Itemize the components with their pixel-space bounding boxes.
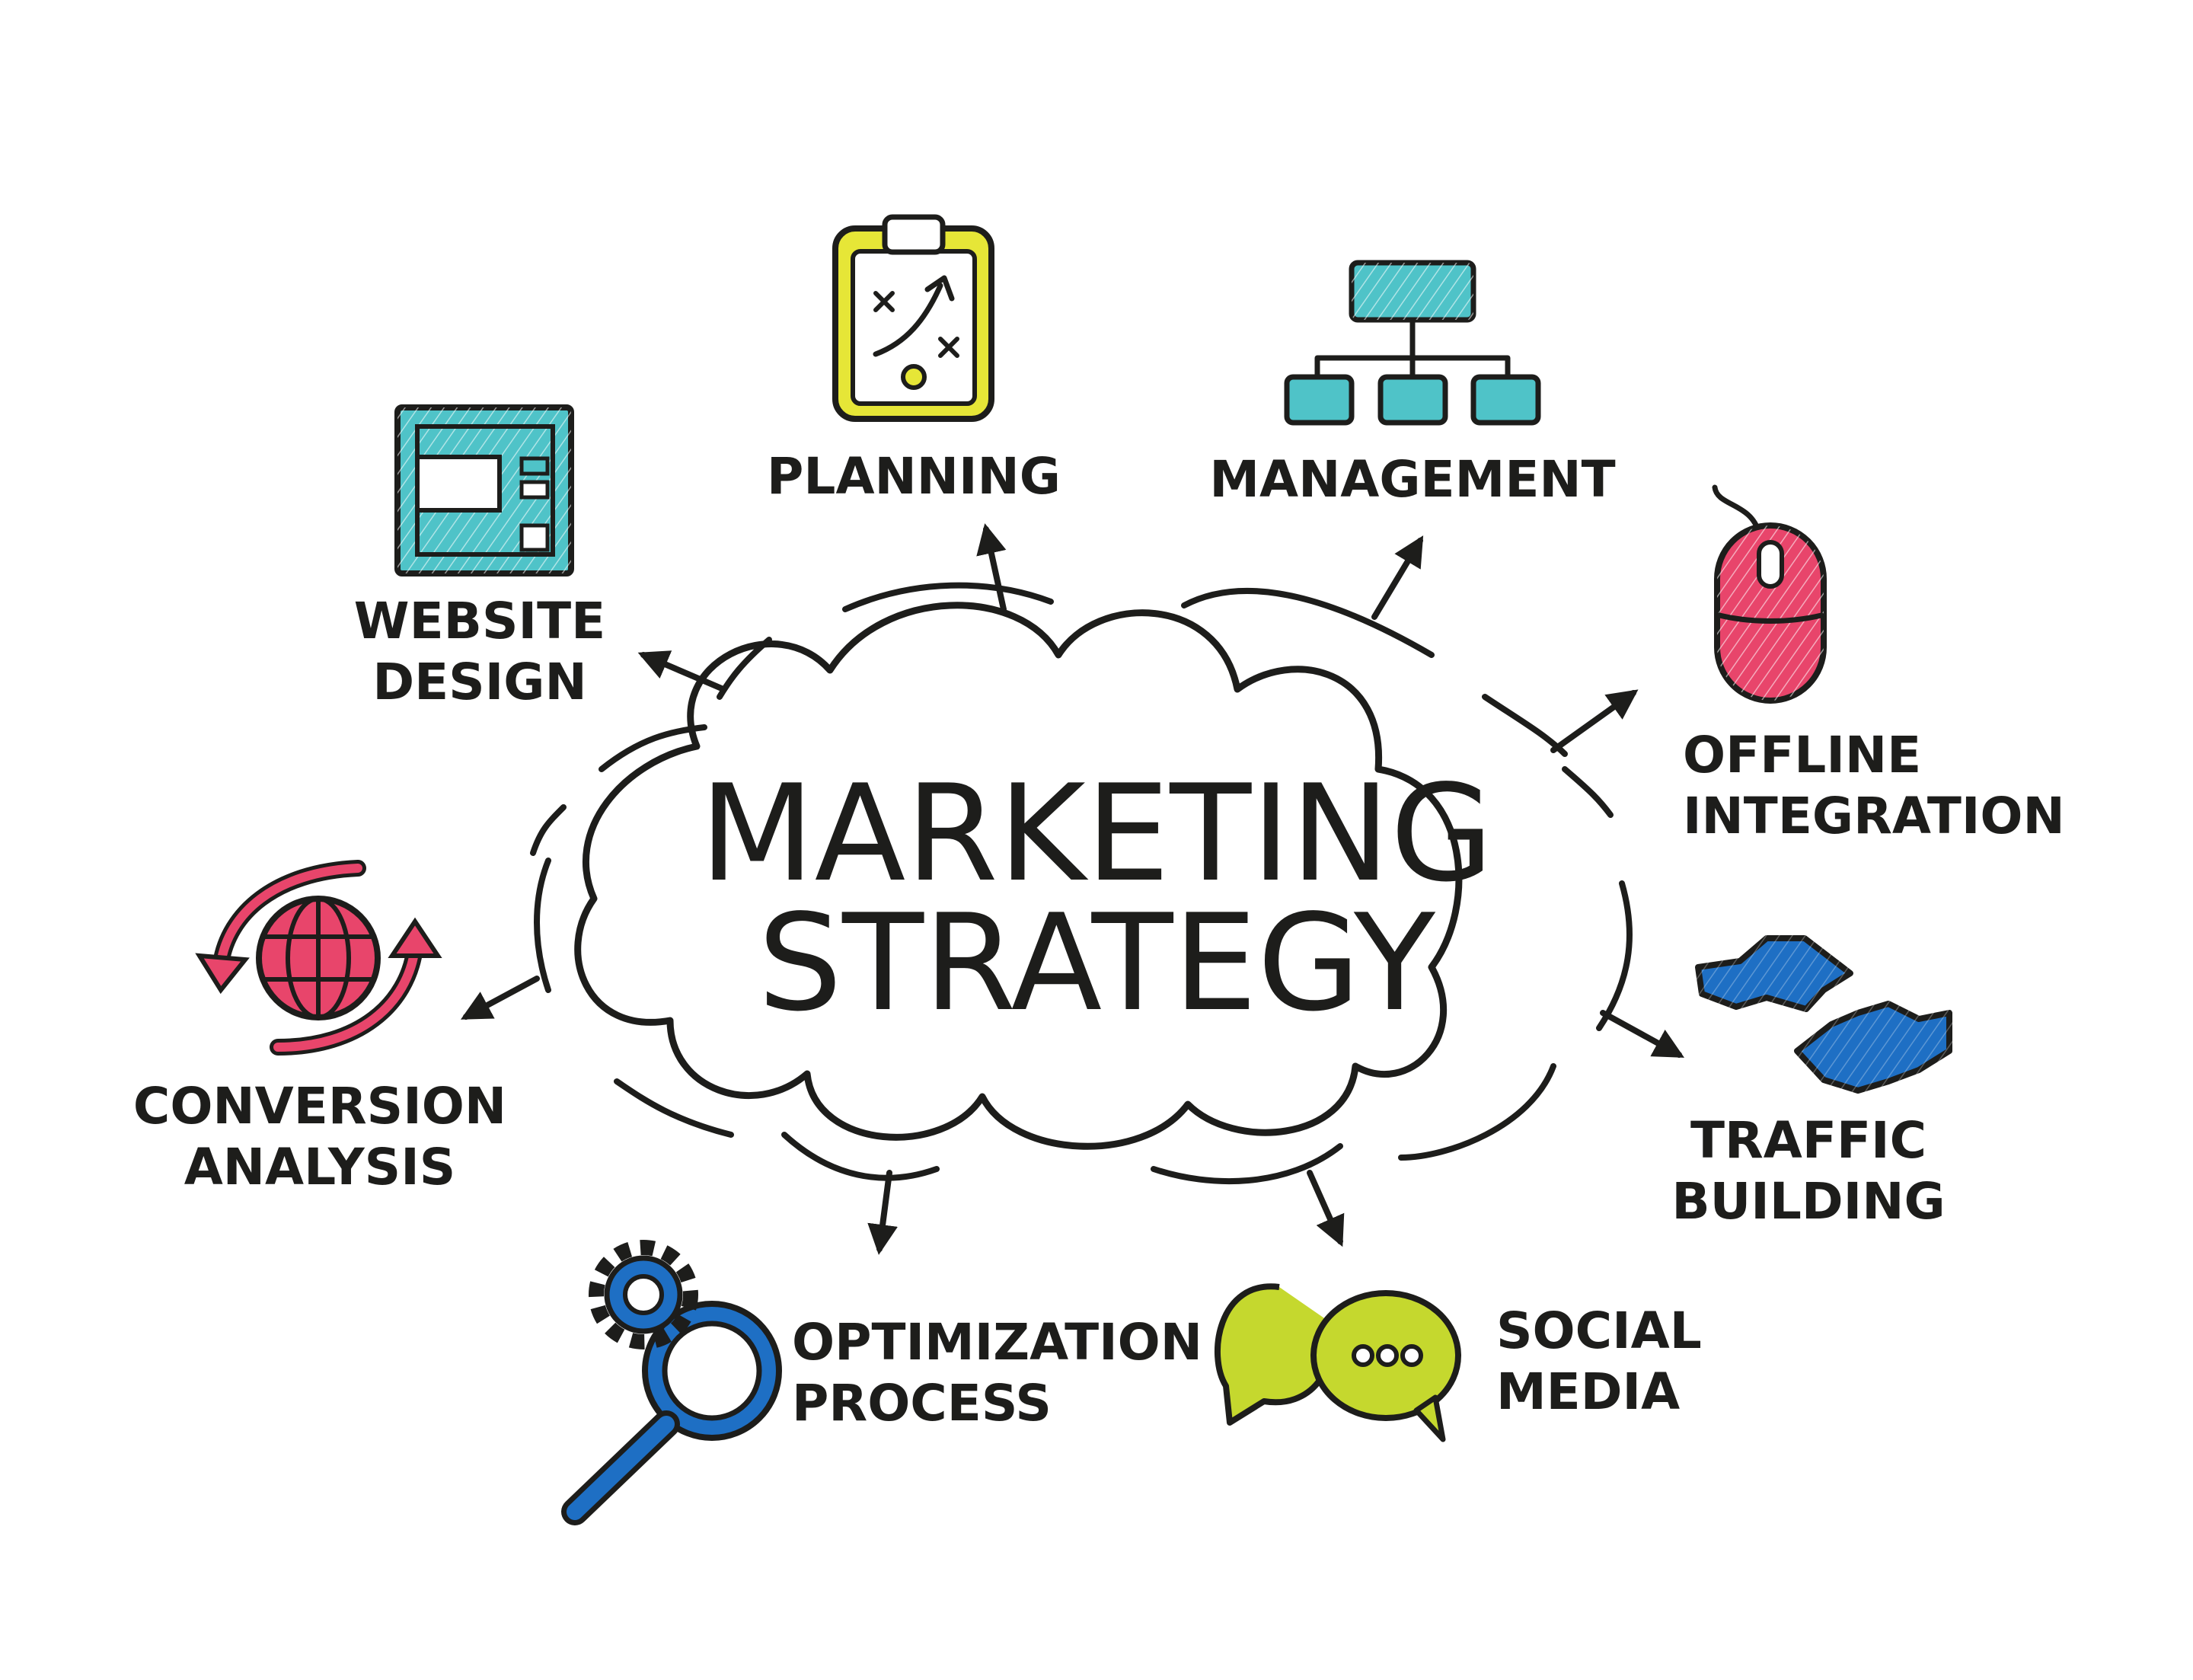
label-traffic-building-line2: BUILDING <box>1671 1172 1945 1231</box>
label-website-design-line1: WEBSITE <box>354 592 605 650</box>
road-icon <box>1690 929 1965 1100</box>
label-optimization-process-line2: PROCESS <box>792 1374 1052 1432</box>
gear-magnifier-icon <box>561 1240 782 1525</box>
arrow-offline-integration <box>1550 689 1639 753</box>
center-cloud: MARKETING STRATEGY <box>530 582 1633 1185</box>
arrow-management <box>1371 535 1424 620</box>
node-website-design: WEBSITE DESIGN <box>354 404 605 711</box>
label-management: MANAGEMENT <box>1209 450 1615 509</box>
node-traffic-building: TRAFFIC BUILDING <box>1671 929 1965 1231</box>
label-optimization-process-line1: OPTIMIZATION <box>792 1313 1202 1372</box>
globe-cycle-icon <box>195 860 442 1056</box>
label-conversion-analysis-line2: ANALYSIS <box>184 1138 456 1196</box>
org-chart-icon <box>1284 260 1541 426</box>
node-optimization-process: OPTIMIZATION PROCESS <box>561 1240 1202 1525</box>
label-social-media-line2: MEDIA <box>1496 1362 1680 1421</box>
center-title-line1: MARKETING <box>700 757 1494 912</box>
node-conversion-analysis: CONVERSION ANALYSIS <box>133 860 506 1196</box>
label-website-design-line2: DESIGN <box>372 653 586 711</box>
label-traffic-building-line1: TRAFFIC <box>1690 1111 1926 1170</box>
label-planning: PLANNING <box>767 447 1061 506</box>
arrow-traffic-building <box>1600 1010 1685 1058</box>
clipboard-play-icon <box>832 214 994 422</box>
arrow-conversion-analysis <box>460 976 540 1020</box>
node-planning: PLANNING <box>767 214 1061 506</box>
computer-mouse-icon <box>1712 484 1827 704</box>
node-social-media: SOCIAL MEDIA <box>1215 1283 1702 1442</box>
arrow-planning <box>976 523 1007 612</box>
connector-arrows <box>460 523 1685 1255</box>
arrow-social-media <box>1307 1170 1345 1247</box>
arrow-optimization-process <box>867 1170 898 1255</box>
label-conversion-analysis-line1: CONVERSION <box>133 1077 506 1135</box>
center-title-line2: STRATEGY <box>758 886 1436 1041</box>
gear-icon <box>589 1240 698 1349</box>
node-management: MANAGEMENT <box>1209 260 1616 509</box>
label-offline-integration-line1: OFFLINE <box>1683 726 1921 784</box>
speech-bubbles-icon <box>1215 1283 1461 1442</box>
label-offline-integration-line2: INTEGRATION <box>1683 787 2065 845</box>
arrow-website-design <box>637 650 726 692</box>
webpage-layout-icon <box>394 404 574 577</box>
label-social-media-line1: SOCIAL <box>1496 1302 1702 1360</box>
node-offline-integration: OFFLINE INTEGRATION <box>1683 484 2065 845</box>
